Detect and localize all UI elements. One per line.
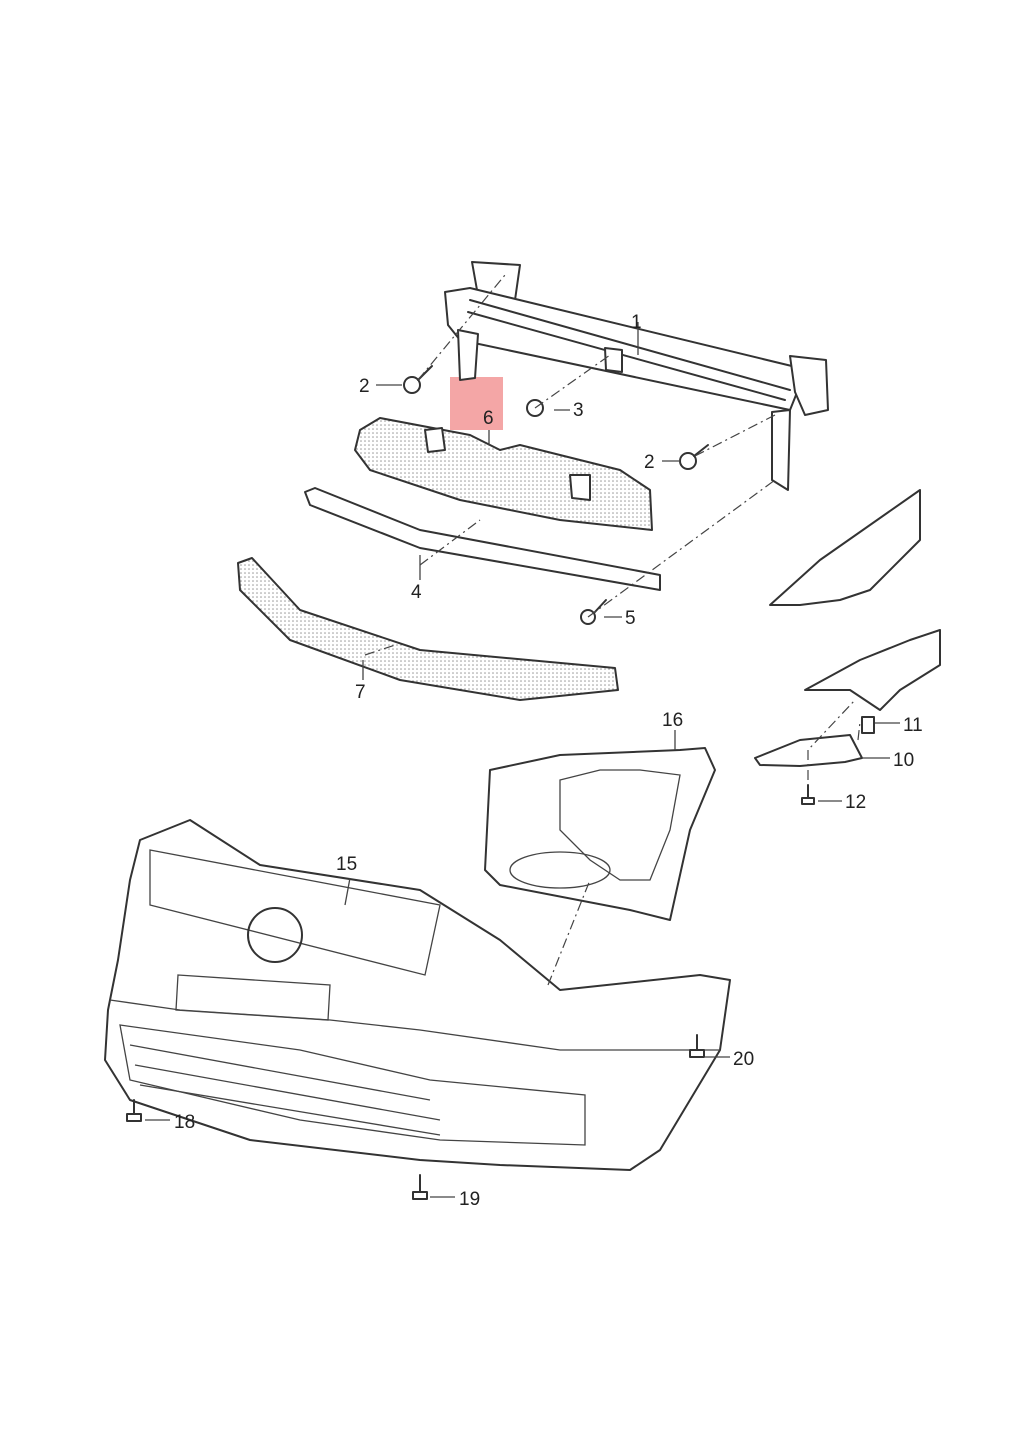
- callout-labels: 1 2 2 3 4 5 6 7 10 11 12 15 16 18 19 20: [174, 312, 923, 1210]
- callout-6: 6: [483, 408, 494, 429]
- part-19-screw[interactable]: [412, 1174, 428, 1200]
- callout-11: 11: [903, 715, 923, 736]
- part-7-lower-absorber[interactable]: [237, 557, 619, 701]
- part-4-strip[interactable]: [304, 487, 661, 591]
- callout-10: 10: [893, 750, 914, 771]
- callout-19: 19: [459, 1189, 480, 1210]
- callout-2: 2: [644, 452, 655, 473]
- callout-3: 3: [573, 400, 584, 421]
- callout-7: 7: [355, 682, 366, 703]
- part-20-screw[interactable]: [689, 1034, 705, 1058]
- fender[interactable]: [769, 489, 941, 711]
- callout-5: 5: [625, 608, 636, 629]
- part-1-reinforcement-beam[interactable]: [444, 261, 829, 491]
- part-12-screw[interactable]: [801, 784, 815, 805]
- leader-lines: [145, 274, 900, 1198]
- callout-15: 15: [336, 854, 357, 875]
- callout-12: 12: [845, 792, 866, 813]
- callout-1: 1: [631, 312, 642, 333]
- callout-18: 18: [174, 1112, 195, 1133]
- part-2-bolt[interactable]: [679, 444, 709, 470]
- callout-4: 4: [411, 582, 422, 603]
- part-6-impact-absorber[interactable]: [354, 417, 653, 531]
- part-16-grille-insert[interactable]: [484, 747, 716, 921]
- part-15-bumper-cover[interactable]: [104, 819, 731, 1171]
- callout-20: 20: [733, 1049, 754, 1070]
- part-11-nut[interactable]: [861, 716, 875, 734]
- part-6-highlight[interactable]: [450, 377, 503, 430]
- callout-2: 2: [359, 376, 370, 397]
- part-5-clip[interactable]: [580, 599, 607, 625]
- callout-16: 16: [662, 710, 683, 731]
- part-18-screw[interactable]: [126, 1099, 142, 1122]
